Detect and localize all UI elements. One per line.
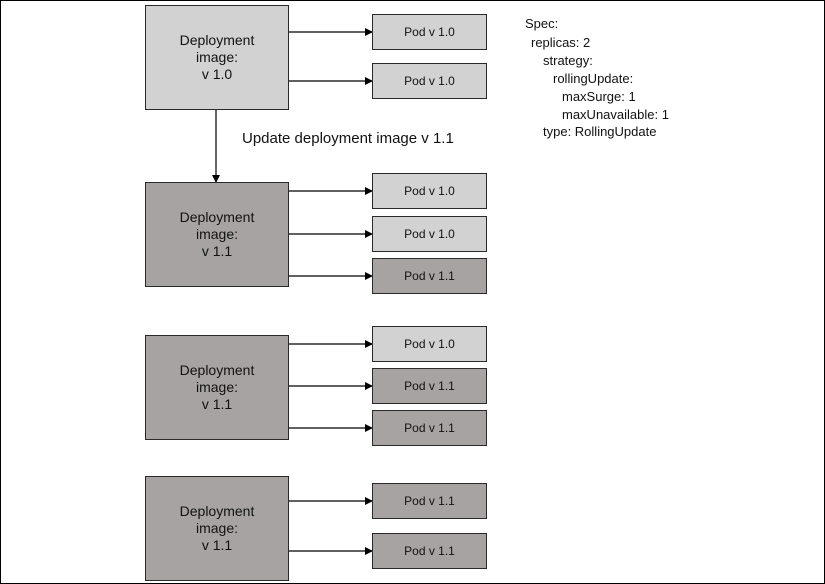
spec-line-3: rollingUpdate: xyxy=(553,71,634,86)
spec-line-5: maxUnavailable: 1 xyxy=(562,107,669,122)
spec-line-0: Spec: xyxy=(525,16,559,31)
pod-stage2-3: Pod v 1.1 xyxy=(372,258,487,294)
deployment-version: v 1.1 xyxy=(201,243,233,259)
pod-stage3-2: Pod v 1.1 xyxy=(372,368,487,404)
deployment-stage3: Deployment image: v 1.1 xyxy=(145,335,289,440)
deployment-title: Deployment xyxy=(179,503,255,519)
pod-stage2-1: Pod v 1.0 xyxy=(372,173,487,209)
deployment-version: v 1.1 xyxy=(201,396,233,412)
spec-line-1: replicas: 2 xyxy=(531,35,591,50)
deployment-image-label: image: xyxy=(195,520,239,536)
pod-stage3-3: Pod v 1.1 xyxy=(372,410,487,446)
pod-stage1-2: Pod v 1.0 xyxy=(372,63,487,99)
pod-stage1-1: Pod v 1.0 xyxy=(372,14,487,50)
update-caption: Update deployment image v 1.1 xyxy=(242,130,454,147)
deployment-image-label: image: xyxy=(195,49,239,65)
deployment-version: v 1.1 xyxy=(201,537,233,553)
deployment-title: Deployment xyxy=(179,362,255,378)
pod-stage4-2: Pod v 1.1 xyxy=(372,533,487,569)
spec-line-6: type: RollingUpdate xyxy=(543,124,657,139)
spec-line-4: maxSurge: 1 xyxy=(562,89,636,104)
deployment-stage1: Deployment image: v 1.0 xyxy=(145,5,289,110)
pod-stage3-1: Pod v 1.0 xyxy=(372,326,487,362)
deployment-title: Deployment xyxy=(179,209,255,225)
deployment-title: Deployment xyxy=(179,32,255,48)
deployment-stage2: Deployment image: v 1.1 xyxy=(145,182,289,287)
deployment-image-label: image: xyxy=(195,379,239,395)
pod-stage2-2: Pod v 1.0 xyxy=(372,216,487,252)
deployment-stage4: Deployment image: v 1.1 xyxy=(145,476,289,581)
pod-stage4-1: Pod v 1.1 xyxy=(372,483,487,519)
deployment-image-label: image: xyxy=(195,226,239,242)
spec-line-2: strategy: xyxy=(543,53,593,68)
deployment-version: v 1.0 xyxy=(201,66,233,82)
